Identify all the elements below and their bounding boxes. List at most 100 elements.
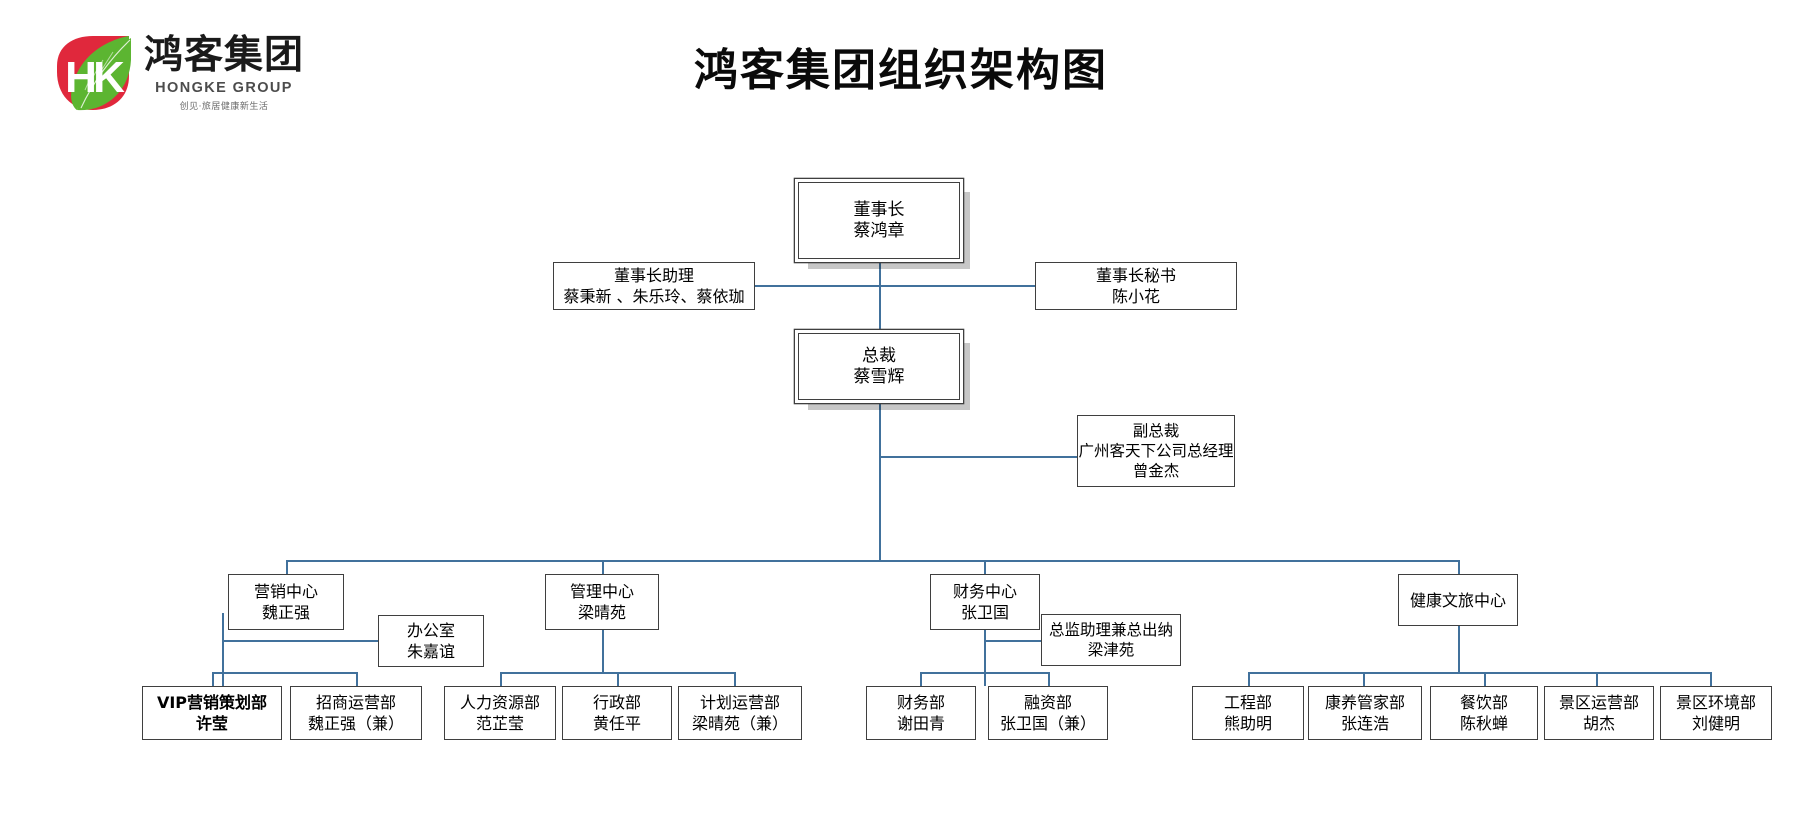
node-wellness-dept-person: 张连浩 [1340,714,1389,733]
node-office[interactable]: 办公室 朱嘉谊 [378,615,484,667]
node-finance-dept-title: 财务部 [896,693,945,712]
connector-centers-bus [286,560,1458,562]
node-vip-marketing-dept[interactable]: VIP营销策划部 许莹 [142,686,282,740]
connector-bus-finance [984,560,986,574]
connector-bus-management [602,560,604,574]
node-management-center-person: 梁晴苑 [577,603,626,622]
node-wellness-dept[interactable]: 康养管家部 张连浩 [1308,686,1422,740]
node-scenic-ops-dept[interactable]: 景区运营部 胡杰 [1544,686,1654,740]
connector-to-catering [1484,672,1486,686]
node-office-title: 办公室 [406,621,455,640]
node-chairman-assistant[interactable]: 董事长助理 蔡秉新 、朱乐玲、蔡依珈 [553,262,755,310]
node-chief-cashier-title: 总监助理兼总出纳 [1048,621,1173,639]
node-chairman-title: 董事长 [853,199,905,220]
node-admin-dept-person: 黄任平 [592,714,641,733]
connector-to-admin [617,672,619,686]
node-scenic-env-dept[interactable]: 景区环境部 刘健明 [1660,686,1772,740]
node-vice-president-title: 副总裁 [1132,422,1180,440]
connector-management-down [602,613,604,672]
connector-to-engineering [1248,672,1250,686]
node-admin-dept-title: 行政部 [592,693,641,712]
node-health-center[interactable]: 健康文旅中心 [1398,574,1518,626]
node-hr-dept-title: 人力资源部 [459,693,540,712]
logo-wordmark: 鸿客集团 HONGKE GROUP 创见·旅居健康新生活 [144,33,344,113]
node-chairman[interactable]: 董事长 蔡鸿章 [798,182,960,259]
connector-to-vip-marketing [212,672,214,686]
connector-finance-down [984,613,986,686]
node-hr-dept[interactable]: 人力资源部 范芷莹 [444,686,556,740]
connector-bus-marketing [286,560,288,574]
node-scenic-ops-dept-title: 景区运营部 [1558,693,1639,712]
node-planning-ops-dept[interactable]: 计划运营部 梁晴苑（兼） [678,686,802,740]
node-admin-dept[interactable]: 行政部 黄任平 [562,686,672,740]
node-chairman-secretary-person: 陈小花 [1111,287,1160,306]
node-chairman-assistant-title: 董事长助理 [613,266,694,285]
connector-assistant-secretary [754,285,1035,287]
node-chairman-person: 蔡鸿章 [853,220,905,241]
node-wellness-dept-title: 康养管家部 [1324,693,1405,712]
node-chairman-assistant-person: 蔡秉新 、朱乐玲、蔡依珈 [563,287,745,306]
node-financing-dept-title: 融资部 [1023,693,1072,712]
node-planning-ops-dept-title: 计划运营部 [699,693,780,712]
node-finance-dept-person: 谢田青 [896,714,945,733]
connector-to-wellness [1363,672,1365,686]
connector-marketing-children-bus [212,672,356,674]
logo-slogan: 创见·旅居健康新生活 [179,102,269,112]
node-health-center-title: 健康文旅中心 [1409,590,1506,610]
node-financing-dept-person: 张卫国（兼） [999,714,1096,733]
node-chairman-secretary[interactable]: 董事长秘书 陈小花 [1035,262,1237,310]
node-investment-ops-dept-person: 魏正强（兼） [307,714,404,733]
node-finance-center[interactable]: 财务中心 张卫国 [930,574,1040,630]
node-catering-dept-title: 餐饮部 [1459,693,1508,712]
node-chief-cashier[interactable]: 总监助理兼总出纳 梁津苑 [1041,614,1181,666]
node-chairman-secretary-title: 董事长秘书 [1095,266,1176,285]
node-vice-president[interactable]: 副总裁 广州客天下公司总经理 曾金杰 [1077,415,1235,487]
connector-finance-cashier [984,640,1041,642]
connector-finance-children-bus [920,672,1048,674]
node-vip-marketing-dept-title: VIP营销策划部 [156,693,268,712]
node-hr-dept-person: 范芷莹 [475,714,524,733]
connector-to-scenic-env [1710,672,1712,686]
node-marketing-center-person: 魏正强 [261,603,310,622]
svg-text:H: H [65,53,97,102]
node-investment-ops-dept[interactable]: 招商运营部 魏正强（兼） [290,686,422,740]
node-engineering-dept-person: 熊助明 [1223,714,1272,733]
node-office-person: 朱嘉谊 [406,642,455,661]
connector-president-vicepresident [879,456,1077,458]
connector-to-financing-dept [1048,672,1050,686]
node-scenic-env-dept-person: 刘健明 [1691,714,1740,733]
node-marketing-center[interactable]: 营销中心 魏正强 [228,574,344,630]
connector-to-hr [500,672,502,686]
node-management-center[interactable]: 管理中心 梁晴苑 [545,574,659,630]
node-engineering-dept[interactable]: 工程部 熊助明 [1192,686,1304,740]
node-finance-center-title: 财务中心 [952,582,1017,601]
node-financing-dept[interactable]: 融资部 张卫国（兼） [988,686,1108,740]
node-president[interactable]: 总裁 蔡雪辉 [798,333,960,400]
node-finance-dept[interactable]: 财务部 谢田青 [866,686,976,740]
node-catering-dept[interactable]: 餐饮部 陈秋蝉 [1430,686,1538,740]
connector-marketing-down [222,613,224,686]
node-marketing-center-title: 营销中心 [253,582,318,601]
node-management-center-title: 管理中心 [569,582,634,601]
connector-health-children-bus [1248,672,1710,674]
node-planning-ops-dept-person: 梁晴苑（兼） [691,714,788,733]
node-president-title: 总裁 [862,345,896,366]
connector-chairman-president [879,259,881,332]
node-vice-president-person: 曾金杰 [1132,462,1180,480]
node-investment-ops-dept-title: 招商运营部 [315,693,396,712]
node-chief-cashier-person: 梁津苑 [1087,641,1135,659]
node-scenic-env-dept-title: 景区环境部 [1675,693,1756,712]
logo-leaf-icon: H K [51,32,135,114]
connector-to-finance-dept [920,672,922,686]
connector-health-down [1458,613,1460,672]
company-logo: H K 鸿客集团 HONGKE GROUP 创见·旅居健康新生活 [46,28,346,120]
node-engineering-dept-title: 工程部 [1223,693,1272,712]
connector-president-trunk [879,400,881,560]
connector-to-planning [734,672,736,686]
logo-name-en: HONGKE GROUP [155,80,293,96]
connector-to-investment-ops [356,672,358,686]
node-catering-dept-person: 陈秋蝉 [1459,714,1508,733]
svg-text:K: K [93,53,125,102]
logo-name-cn: 鸿客集团 [144,33,305,78]
